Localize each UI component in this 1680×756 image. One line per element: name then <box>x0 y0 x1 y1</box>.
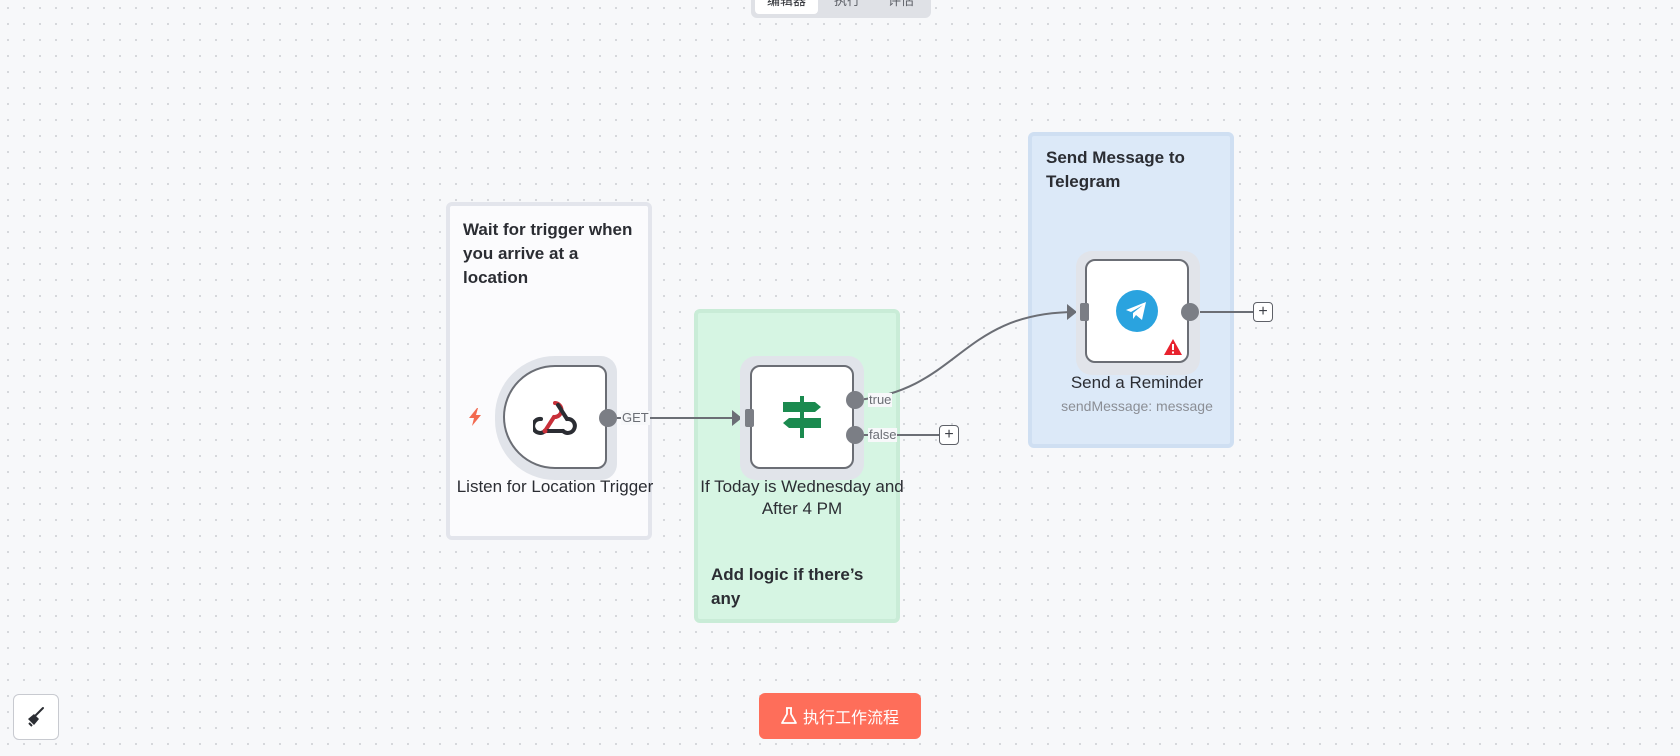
telegram-node-subtitle: sendMessage: message <box>1061 398 1213 414</box>
add-node-telegram-button[interactable]: + <box>1253 302 1273 322</box>
webhook-output-handle[interactable] <box>599 409 617 427</box>
warning-icon[interactable] <box>1164 339 1182 355</box>
sticky-note-text: Add logic if there’s any <box>711 565 864 608</box>
view-tabs: 编辑器 执行 评估 <box>751 0 931 18</box>
if-node[interactable] <box>750 365 854 469</box>
trigger-bolt-icon <box>469 408 481 426</box>
telegram-node[interactable] <box>1085 259 1189 363</box>
webhook-node-label: Listen for Location Trigger <box>456 477 654 496</box>
telegram-input-handle[interactable] <box>1080 303 1089 321</box>
tab-evaluations[interactable]: 评估 <box>888 0 915 8</box>
edge-label-false: false <box>868 427 898 442</box>
add-node-false-button[interactable]: + <box>939 425 959 445</box>
clear-canvas-button[interactable] <box>13 694 59 740</box>
if-false-output-handle[interactable] <box>846 426 864 444</box>
webhook-icon <box>533 401 577 435</box>
flask-icon <box>781 707 797 724</box>
sticky-note-text: Wait for trigger when you arrive at a lo… <box>463 220 633 287</box>
if-true-output-handle[interactable] <box>846 391 864 409</box>
tab-executions[interactable]: 执行 <box>834 0 861 8</box>
execute-workflow-label: 执行工作流程 <box>802 710 899 727</box>
broom-icon <box>28 707 44 727</box>
webhook-node[interactable] <box>503 365 607 469</box>
connection-arrowhead <box>732 410 742 426</box>
telegram-output-handle[interactable] <box>1181 303 1199 321</box>
edge-label-get: GET <box>621 410 650 425</box>
edge-label-true: true <box>868 392 893 407</box>
execute-workflow-button[interactable]: 执行工作流程 <box>759 693 921 739</box>
connection-if-true-to-telegram <box>856 311 1077 401</box>
if-input-handle[interactable] <box>745 409 754 427</box>
sticky-note-text: Send Message to Telegram <box>1046 148 1185 191</box>
signpost-icon <box>783 396 821 438</box>
tab-editor[interactable]: 编辑器 <box>755 0 819 14</box>
telegram-icon <box>1116 290 1158 332</box>
connection-arrowhead <box>1067 304 1077 320</box>
telegram-node-label: Send a Reminder <box>1070 373 1204 392</box>
if-node-label: If Today is Wednesday and After 4 PM <box>700 477 904 518</box>
